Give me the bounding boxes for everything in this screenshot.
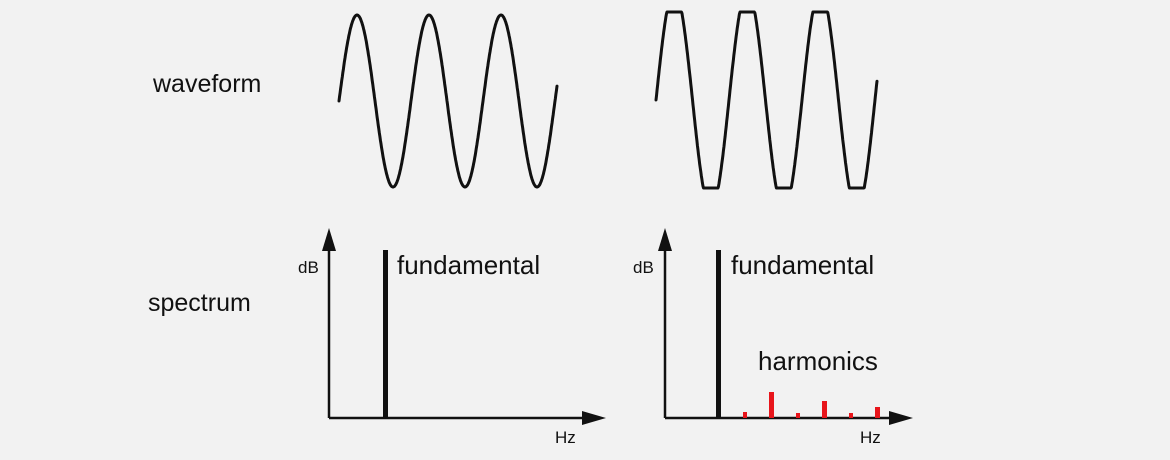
x-axis-arrow-icon — [889, 411, 913, 425]
y-axis-arrow-icon — [322, 228, 336, 251]
harmonic-bar — [875, 407, 880, 418]
left-hz-label: Hz — [555, 428, 576, 447]
sine-waveform — [337, 13, 559, 189]
clipped-waveform — [654, 10, 879, 190]
right-fundamental-bar — [716, 250, 721, 418]
left-db-label: dB — [298, 258, 319, 277]
y-axis-arrow-icon — [658, 228, 672, 251]
harmonic-bar — [769, 392, 774, 418]
harmonic-bar — [849, 413, 853, 418]
spectrum-row-label: spectrum — [148, 289, 251, 317]
left-spectrum-axes — [322, 228, 606, 425]
harmonic-bar — [822, 401, 827, 418]
harmonics-label: harmonics — [758, 346, 878, 376]
harmonic-bar — [796, 413, 800, 418]
right-hz-label: Hz — [860, 428, 881, 447]
x-axis-arrow-icon — [582, 411, 606, 425]
waveform-row-label: waveform — [153, 70, 262, 98]
harmonics-group — [743, 392, 880, 418]
right-fundamental-label: fundamental — [731, 250, 875, 280]
left-fundamental-label: fundamental — [397, 250, 541, 280]
right-db-label: dB — [633, 258, 654, 277]
left-fundamental-bar — [383, 250, 388, 418]
harmonic-bar — [743, 412, 747, 418]
right-spectrum-axes — [658, 228, 913, 425]
